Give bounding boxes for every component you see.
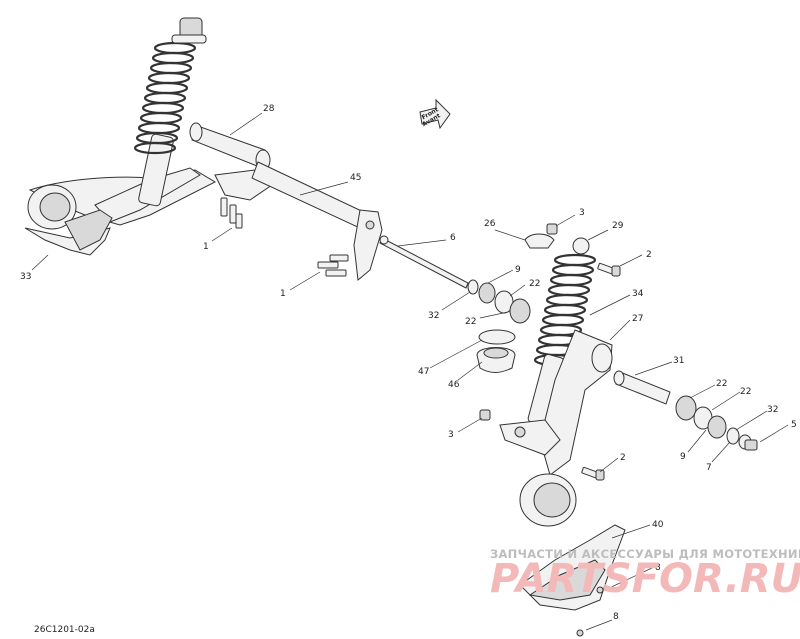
callout-22: 22	[740, 387, 751, 397]
callout-7: 7	[706, 463, 712, 473]
bolt-group-1a	[220, 197, 243, 229]
callout-8: 8	[613, 612, 619, 622]
diagram-reference-code: 26C1201-02a	[34, 625, 95, 635]
callout-22: 22	[716, 379, 727, 389]
watermark: ЗАПЧАСТИ И АКСЕССУАРЫ ДЛЯ МОТОТЕХНИКИ PA…	[490, 547, 800, 602]
callout-1: 1	[203, 242, 209, 252]
right-shock-spring	[533, 253, 597, 367]
callout-47: 47	[418, 367, 429, 377]
callout-2: 2	[646, 250, 652, 260]
callout-33: 33	[20, 272, 31, 282]
leader-lines	[31, 112, 789, 631]
callout-5: 5	[791, 420, 797, 430]
callout-22: 22	[465, 317, 476, 327]
callout-32: 32	[767, 405, 778, 415]
callout-labels: 28 45 1 33 1 6 26 3 29 2 9 22 32 22 34 2…	[20, 104, 797, 622]
callout-46: 46	[448, 380, 460, 390]
callout-8: 8	[655, 563, 661, 573]
callout-27: 27	[632, 314, 643, 324]
callout-32: 32	[428, 311, 439, 321]
watermark-logo: PARTSFOR.RU	[490, 556, 800, 602]
right-suspension-assembly	[379, 223, 758, 637]
callout-45: 45	[350, 173, 361, 183]
callout-3: 3	[579, 208, 585, 218]
callout-22: 22	[529, 279, 540, 289]
callout-26: 26	[484, 219, 496, 229]
callout-28: 28	[263, 104, 275, 114]
callout-9: 9	[515, 265, 521, 275]
callout-31: 31	[673, 356, 684, 366]
left-suspension-assembly: Front Avant	[24, 17, 451, 281]
callout-2: 2	[620, 453, 626, 463]
callout-34: 34	[632, 289, 644, 299]
callout-3: 3	[448, 430, 454, 440]
callout-6: 6	[450, 233, 456, 243]
bolt-group-1b	[317, 254, 349, 277]
callout-1: 1	[280, 289, 286, 299]
callout-9: 9	[680, 452, 686, 462]
callout-29: 29	[612, 221, 624, 231]
callout-40: 40	[652, 520, 664, 530]
front-direction-arrow: Front Avant	[419, 98, 451, 130]
watermark-tagline: ЗАПЧАСТИ И АКСЕССУАРЫ ДЛЯ МОТОТЕХНИКИ	[490, 547, 800, 561]
